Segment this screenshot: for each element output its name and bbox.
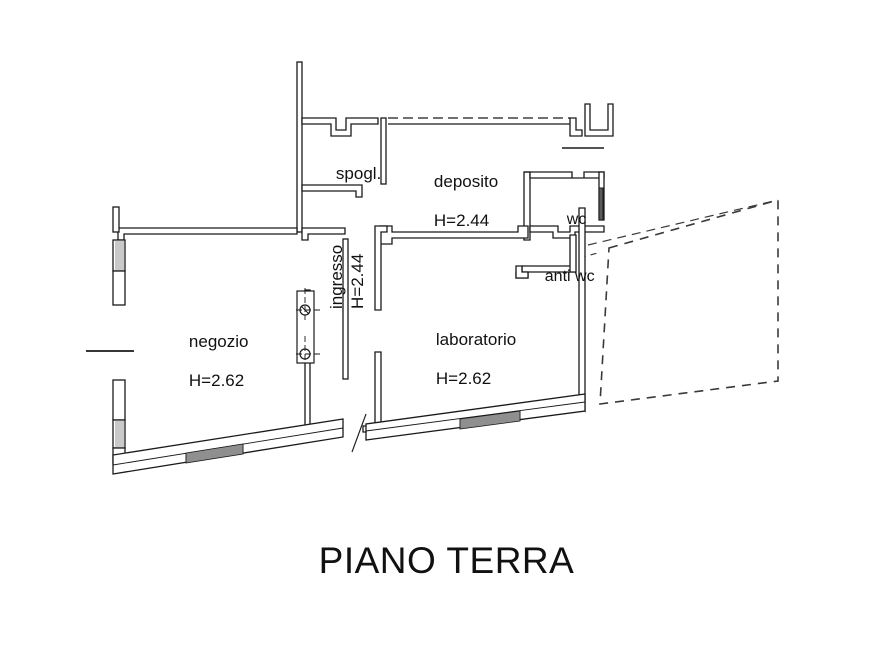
room-height-negozio: H=2.62 xyxy=(188,370,245,390)
wall-laboratorio-shopfront xyxy=(365,393,586,441)
room-name-negozio: negozio xyxy=(188,331,249,351)
room-name-wc: wc xyxy=(566,211,587,229)
room-name-ingresso: ingresso xyxy=(327,244,346,309)
leader-line-ingresso xyxy=(351,413,367,453)
room-name-laboratorio: laboratorio xyxy=(435,329,517,349)
wall-negozio-top xyxy=(112,206,346,241)
room-walls-spogliatoio xyxy=(301,117,387,198)
wall-top-stub xyxy=(296,61,303,233)
wall-deposito-top-dashed xyxy=(388,117,570,125)
wall-deposito-laboratorio-divider xyxy=(379,225,529,245)
room-label-wc: wc xyxy=(549,193,587,248)
room-name-deposito: deposito xyxy=(433,171,499,191)
entrance-door-symbol xyxy=(296,288,322,368)
dashed-adjacent-area xyxy=(599,198,779,405)
room-height-deposito: H=2.44 xyxy=(433,210,490,230)
room-height-ingresso: H=2.44 xyxy=(348,253,367,309)
room-name-spogliatoio: spogl. xyxy=(335,163,382,183)
room-label-spogliatoio: spogl. xyxy=(317,144,381,203)
room-label-anti-wc: anti wc xyxy=(527,250,595,305)
room-label-negozio: negozio H=2.62 xyxy=(170,312,249,410)
room-name-anti-wc: anti wc xyxy=(544,268,595,286)
wall-niche-top-right xyxy=(569,103,614,137)
room-walls-anti-wc xyxy=(515,234,577,279)
wall-negozio-shopfront xyxy=(112,418,344,475)
plan-title: PIANO TERRA xyxy=(318,540,575,581)
room-height-label-ingresso: H=2.44 xyxy=(348,254,368,309)
room-height-laboratorio: H=2.62 xyxy=(435,368,492,388)
wall-negozio-left xyxy=(112,239,126,465)
room-label-laboratorio: laboratorio H=2.62 xyxy=(417,310,516,408)
room-label-ingresso: ingresso xyxy=(327,245,347,309)
room-walls-wc xyxy=(523,171,605,241)
room-label-deposito: deposito H=2.44 xyxy=(415,152,498,250)
